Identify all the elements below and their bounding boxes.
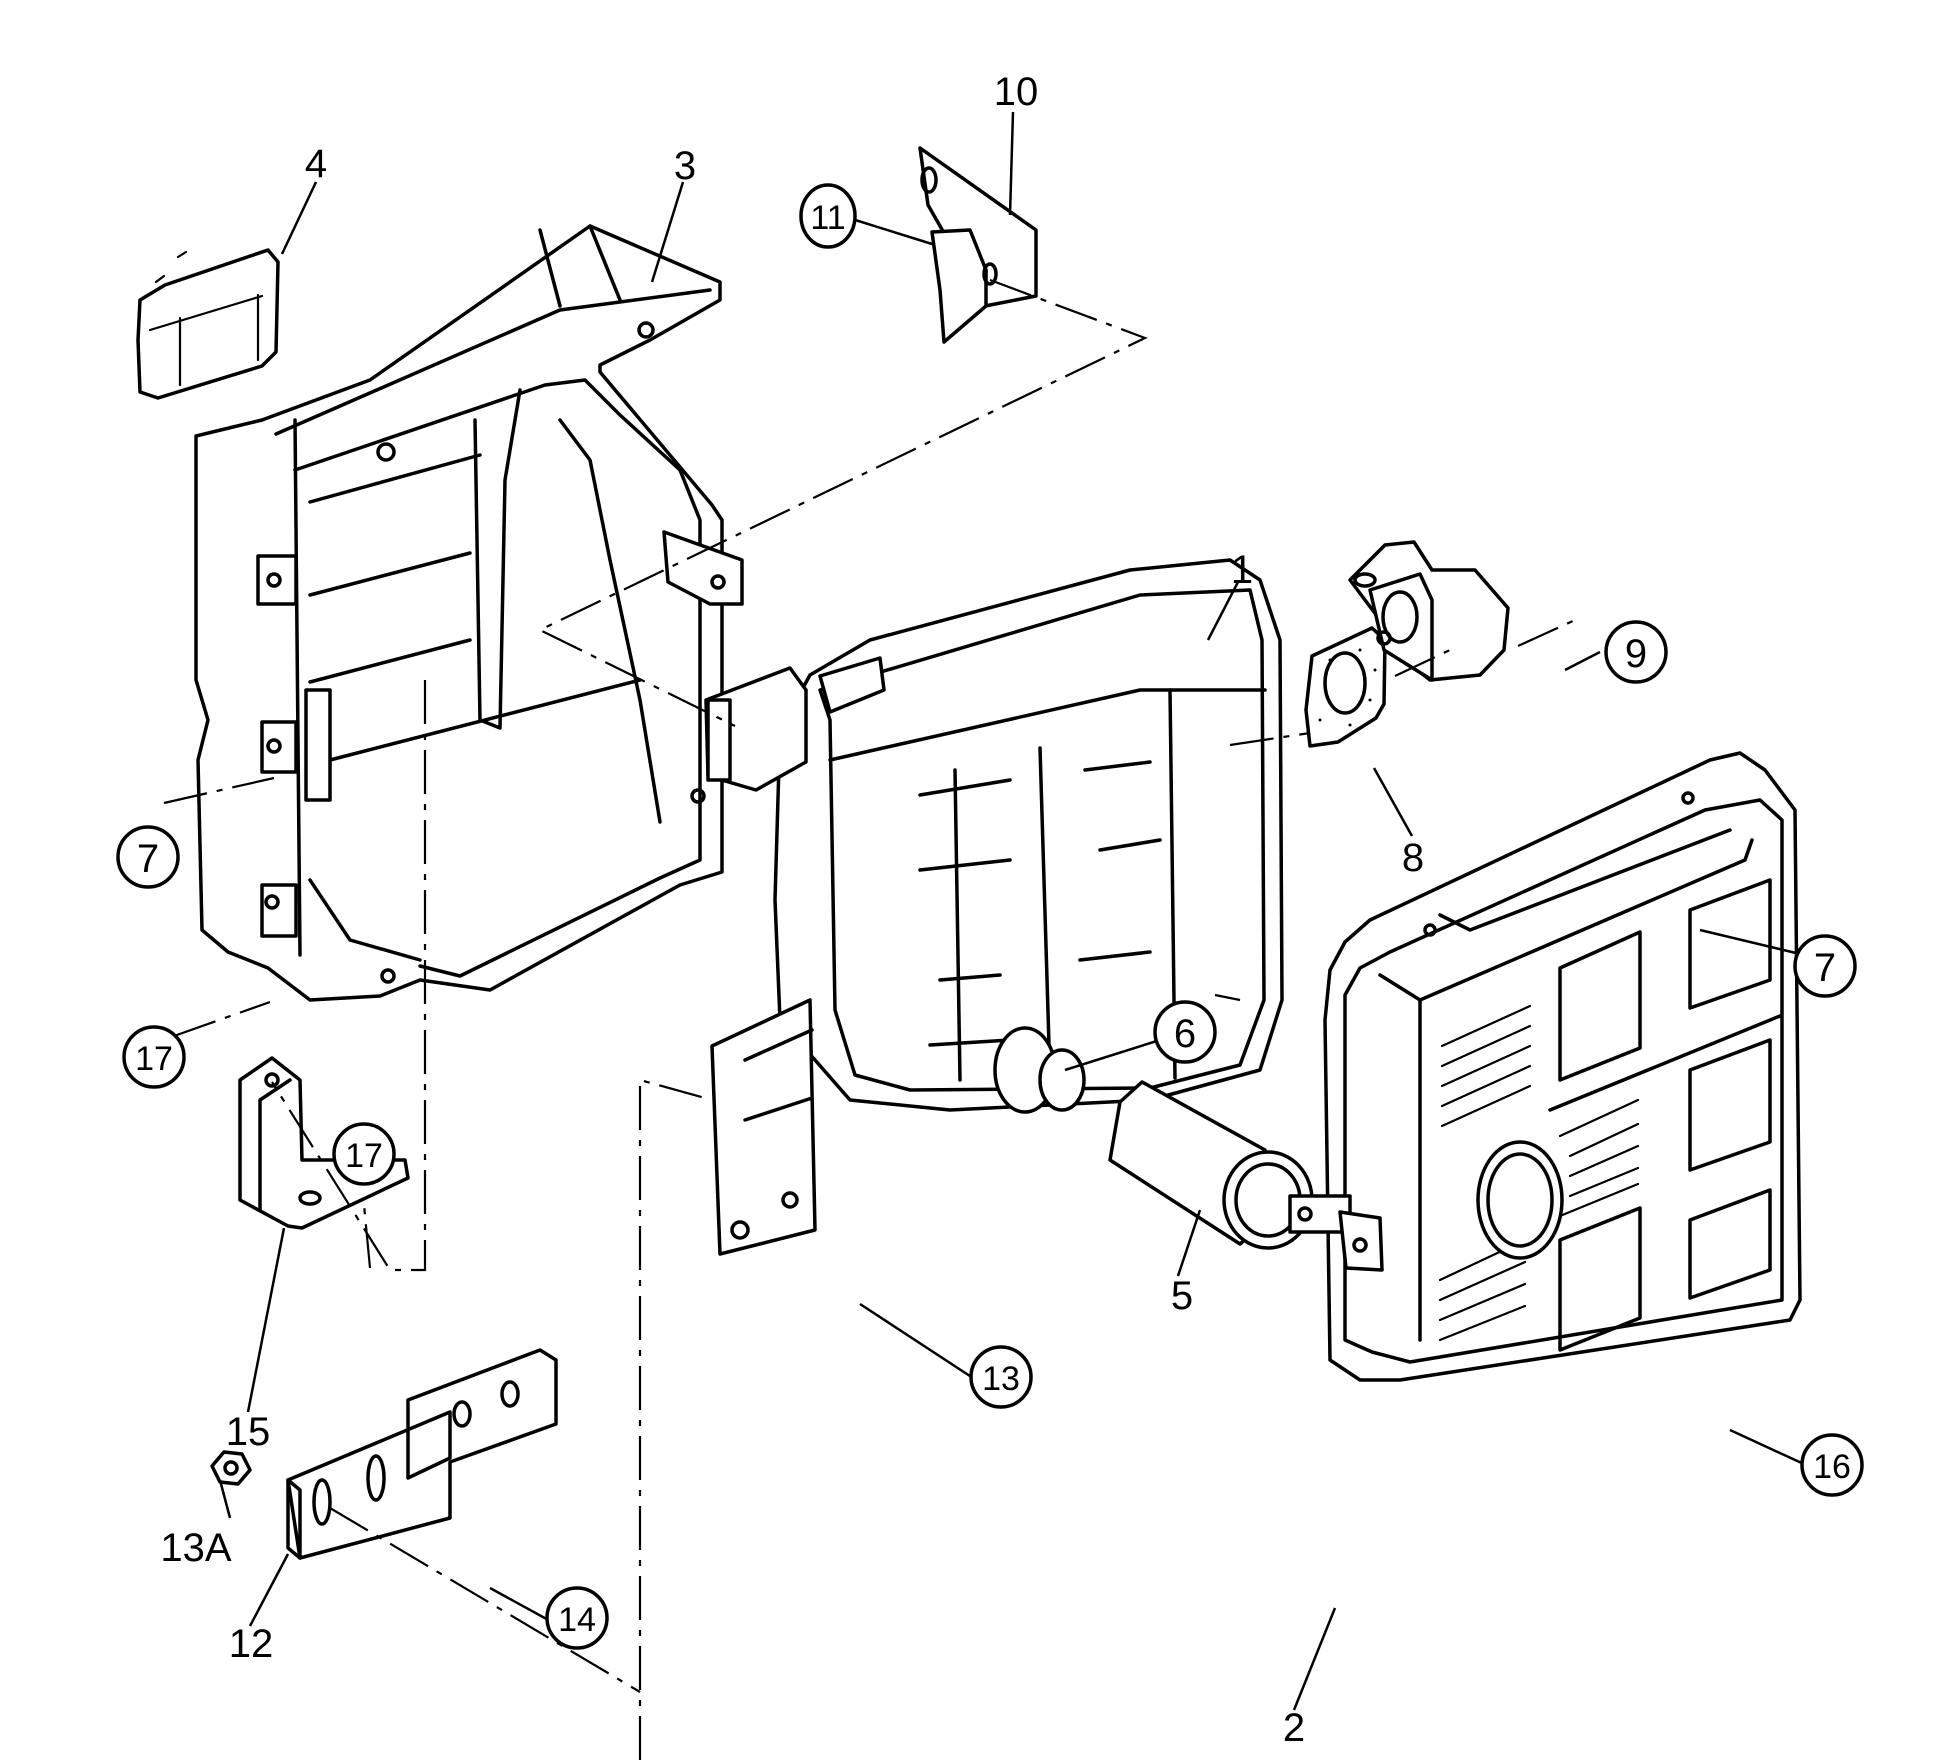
svg-text:13A: 13A <box>160 1526 231 1570</box>
callout-17-left: 17 <box>122 1025 186 1089</box>
callout-3: 3 <box>674 144 696 188</box>
svg-text:2: 2 <box>1283 1706 1305 1750</box>
svg-text:6: 6 <box>1174 1012 1196 1056</box>
callout-16: 16 <box>1800 1433 1864 1497</box>
svg-text:17: 17 <box>135 1040 173 1078</box>
part-12-stay <box>286 1348 558 1560</box>
svg-text:8: 8 <box>1402 836 1424 880</box>
svg-text:1: 1 <box>1231 548 1253 592</box>
part-9-flange-joint <box>1348 540 1510 682</box>
leader-lines <box>218 111 1807 1711</box>
part-10-upper-bracket <box>918 146 1038 344</box>
assembly-lines <box>163 278 1576 1760</box>
svg-text:10: 10 <box>994 70 1039 114</box>
callout-15: 15 <box>226 1410 271 1454</box>
callout-10: 10 <box>994 70 1039 114</box>
svg-text:14: 14 <box>558 1601 596 1639</box>
part-13A-hex-nut <box>210 1450 252 1486</box>
part-2-outer-protector <box>1288 751 1802 1382</box>
callout-11: 11 <box>799 183 857 249</box>
callout-4: 4 <box>305 142 327 186</box>
svg-text:16: 16 <box>1813 1448 1851 1486</box>
callout-7-right: 7 <box>1793 934 1857 998</box>
svg-text:9: 9 <box>1625 632 1647 676</box>
callout-13A: 13A <box>160 1526 231 1570</box>
callout-13: 13 <box>969 1345 1033 1409</box>
svg-text:15: 15 <box>226 1410 271 1454</box>
callout-17-bracket: 17 <box>332 1122 396 1186</box>
part-8-gasket <box>1304 626 1387 748</box>
callout-6: 6 <box>1153 1000 1217 1064</box>
callout-14: 14 <box>545 1586 609 1650</box>
part-4-cover-plate <box>136 248 280 400</box>
callout-5: 5 <box>1171 1274 1193 1318</box>
svg-text:4: 4 <box>305 142 327 186</box>
svg-text:3: 3 <box>674 144 696 188</box>
part-1-muffler <box>704 558 1284 1256</box>
svg-text:7: 7 <box>1814 946 1836 990</box>
svg-text:7: 7 <box>137 837 159 881</box>
callout-1: 1 <box>1231 548 1253 592</box>
svg-text:13: 13 <box>982 1360 1020 1398</box>
callout-7-left: 7 <box>116 825 180 889</box>
svg-text:5: 5 <box>1171 1274 1193 1318</box>
callout-2: 2 <box>1283 1706 1305 1750</box>
svg-text:17: 17 <box>345 1137 383 1175</box>
part-5-exhaust-pipe <box>1108 1080 1314 1250</box>
callout-9: 9 <box>1604 620 1668 684</box>
callout-8: 8 <box>1402 836 1424 880</box>
callout-labels: 4 3 10 11 1 9 8 7 7 6 17 17 5 13 15 16 1… <box>116 70 1864 1750</box>
svg-text:11: 11 <box>810 199 845 237</box>
svg-text:12: 12 <box>229 1622 274 1666</box>
part-3-inner-protector <box>194 224 744 1002</box>
callout-12: 12 <box>229 1622 274 1666</box>
